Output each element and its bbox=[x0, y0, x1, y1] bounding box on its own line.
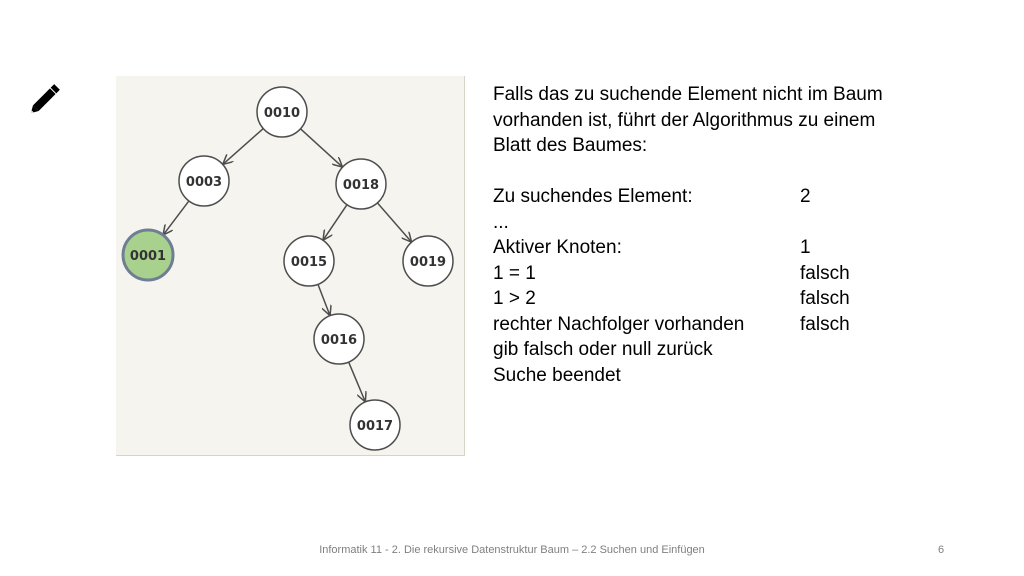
tree-node-circle bbox=[178, 155, 230, 207]
tree-node: 0016 bbox=[313, 313, 365, 365]
search-element-row: Zu suchendes Element: 2 bbox=[493, 184, 913, 210]
explanation-text: Falls das zu suchende Element nicht im B… bbox=[493, 82, 913, 388]
tree-node-circle bbox=[335, 158, 387, 210]
closing-line-1: gib falsch oder null zurück bbox=[493, 339, 713, 360]
tree-node-circle bbox=[349, 399, 401, 451]
step-row: Aktiver Knoten: 1 bbox=[493, 235, 913, 261]
step-value: 1 bbox=[800, 237, 811, 258]
tree-node-label: 0018 bbox=[343, 178, 379, 193]
intro-line-1: Falls das zu suchende Element nicht im B… bbox=[493, 84, 883, 105]
tree-node-label: 0016 bbox=[321, 333, 357, 348]
step-row: rechter Nachfolger vorhanden falsch bbox=[493, 312, 913, 338]
tree-node-circle bbox=[313, 313, 365, 365]
tree-node-label: 0017 bbox=[357, 419, 393, 434]
step-row: 1 > 2 falsch bbox=[493, 286, 913, 312]
tree-node: 0015 bbox=[283, 235, 335, 287]
step-key: Aktiver Knoten: bbox=[493, 237, 622, 258]
step-value: falsch bbox=[800, 288, 850, 309]
tree-node: 0019 bbox=[402, 235, 454, 287]
tree-node-label: 0001 bbox=[130, 249, 166, 264]
tree-node-circle bbox=[283, 235, 335, 287]
tree-edge bbox=[299, 128, 341, 167]
tree-node: 0017 bbox=[349, 399, 401, 451]
tree-node-label: 0019 bbox=[410, 255, 446, 270]
tree-svg: 0010 0003 0018 0001 0015 0019 0016 0017 bbox=[121, 86, 454, 451]
tree-node: 0003 bbox=[178, 155, 230, 207]
step-key: rechter Nachfolger vorhanden bbox=[493, 313, 745, 335]
tree-node-circle bbox=[402, 235, 454, 287]
tree-edge bbox=[223, 128, 264, 164]
search-element-value: 2 bbox=[800, 186, 811, 207]
page-number: 6 bbox=[938, 544, 945, 556]
intro-line-3: Blatt des Baumes: bbox=[493, 135, 648, 156]
closing-line-2: Suche beendet bbox=[493, 364, 621, 386]
tree-node: 0010 bbox=[256, 86, 308, 138]
tree-edge bbox=[376, 202, 411, 242]
pencil-icon[interactable] bbox=[24, 78, 66, 120]
tree-node: 0018 bbox=[335, 158, 387, 210]
tree-node-circle-highlighted bbox=[121, 228, 175, 282]
tree-diagram: 0010 0003 0018 0001 0015 0019 0016 0017 bbox=[116, 76, 465, 456]
search-element-label: Zu suchendes Element: bbox=[493, 186, 693, 207]
tree-edge bbox=[347, 361, 365, 401]
intro-line-2: vorhanden ist, führt der Algorithmus zu … bbox=[493, 109, 876, 131]
tree-node-label: 0015 bbox=[291, 255, 327, 270]
step-key: 1 > 2 bbox=[493, 288, 536, 309]
step-key: 1 = 1 bbox=[493, 262, 536, 284]
tree-node-circle bbox=[256, 86, 308, 138]
step-row: 1 = 1 falsch bbox=[493, 261, 913, 287]
tree-edge bbox=[164, 200, 190, 234]
tree-edge bbox=[317, 284, 330, 314]
tree-node-label: 0003 bbox=[186, 175, 222, 190]
tree-edge bbox=[324, 204, 348, 240]
footer-caption: Informatik 11 - 2. Die rekursive Datenst… bbox=[319, 544, 705, 556]
step-value: falsch bbox=[800, 313, 850, 335]
tree-node-label: 0010 bbox=[264, 106, 300, 121]
step-value: falsch bbox=[800, 262, 850, 284]
ellipsis: ... bbox=[493, 211, 509, 233]
tree-node: 0001 bbox=[121, 228, 175, 282]
